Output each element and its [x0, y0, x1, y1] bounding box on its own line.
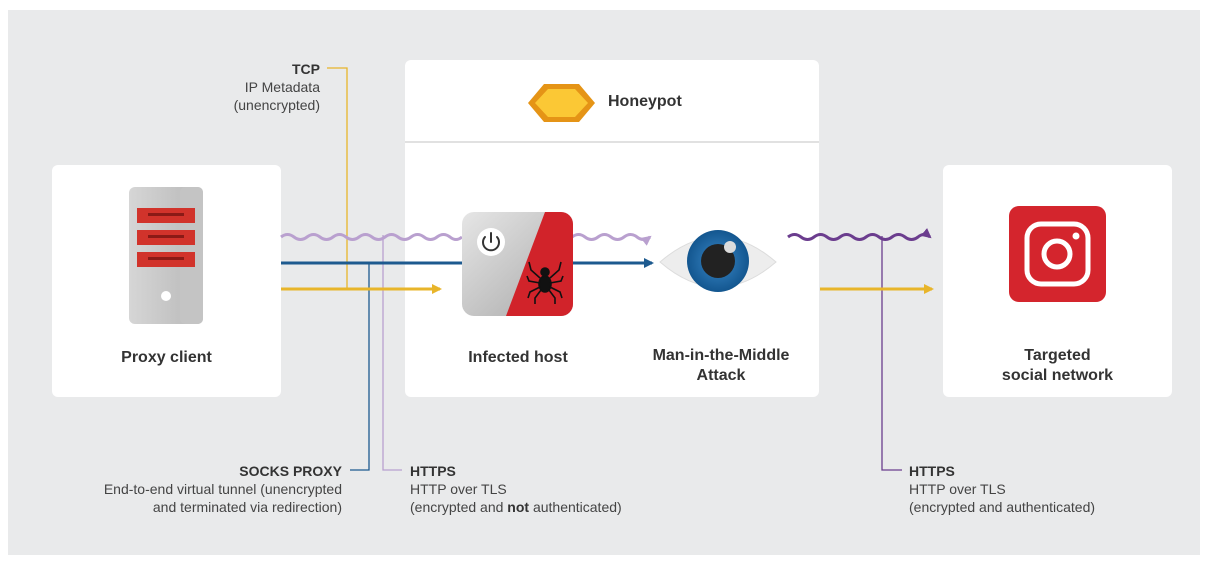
- proxy-client-label: Proxy client: [121, 349, 212, 366]
- https-unauth-flow-left: [280, 233, 463, 241]
- https-left-line2-post: authenticated): [529, 499, 622, 515]
- tcp-line1: IP Metadata: [244, 79, 320, 95]
- https-right-line2: (encrypted and authenticated): [909, 499, 1096, 515]
- https-left-line2-pre: (encrypted and: [410, 499, 508, 515]
- https-right-callout-line: [881, 236, 902, 471]
- socks-line1: End-to-end virtual tunnel (unencrypted: [103, 481, 342, 497]
- https-left-annotation: HTTPS HTTP over TLS (encrypted and not a…: [410, 462, 710, 516]
- eye-icon: [659, 230, 777, 292]
- https-auth-flow-right: [787, 228, 932, 241]
- https-right-title: HTTPS: [909, 463, 955, 479]
- socks-annotation: SOCKS PROXY End-to-end virtual tunnel (u…: [20, 462, 342, 516]
- infected-host-icon: [462, 212, 573, 316]
- tcp-callout-line: [327, 67, 348, 289]
- https-left-line2: (encrypted and not authenticated): [410, 498, 710, 516]
- https-right-annotation: HTTPS HTTP over TLS (encrypted and authe…: [909, 462, 1169, 516]
- instagram-icon: [1009, 206, 1106, 302]
- tcp-annotation: TCP IP Metadata (unencrypted): [170, 60, 320, 114]
- socks-title: SOCKS PROXY: [239, 463, 342, 479]
- spider-icon: [526, 261, 564, 304]
- https-left-line2-bold: not: [507, 499, 530, 515]
- tcp-title: TCP: [292, 61, 320, 77]
- socks-callout-line: [350, 263, 370, 471]
- power-icon: [477, 228, 505, 256]
- infected-host-label: Infected host: [468, 349, 568, 366]
- socks-line2: and terminated via redirection): [152, 499, 342, 515]
- mitm-label: Man-in-the-Middle Attack: [652, 347, 790, 384]
- honeypot-label: Honeypot: [608, 93, 682, 110]
- https-left-line1: HTTP over TLS: [410, 481, 507, 497]
- https-left-callout-line: [382, 235, 402, 471]
- honeycomb-icon: [528, 84, 595, 122]
- https-left-title: HTTPS: [410, 463, 456, 479]
- https-unauth-flow-middle: [571, 233, 652, 246]
- server-icon: [129, 187, 203, 324]
- target-label: Targeted social network: [1001, 347, 1114, 384]
- https-right-line1: HTTP over TLS: [909, 481, 1006, 497]
- tcp-line2: (unencrypted): [233, 97, 320, 113]
